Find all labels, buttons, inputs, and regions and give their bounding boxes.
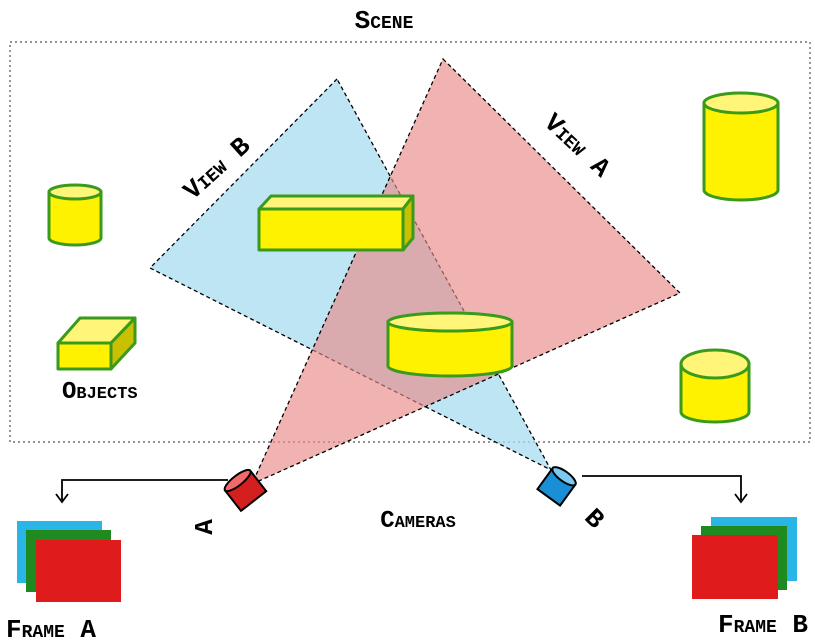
object-box-center [257, 194, 415, 252]
camera-a [223, 468, 268, 513]
scene-boundary [9, 41, 811, 443]
camera-b [536, 466, 577, 507]
objects-label: Objects [62, 379, 138, 406]
object-cylinder-bottom-right [679, 348, 751, 424]
frame-b-label: Frame B [718, 610, 808, 640]
object-cylinder-center [386, 311, 514, 378]
cameras-label: Cameras [380, 508, 456, 535]
object-cylinder-left [47, 183, 103, 247]
frame-a-label: Frame A [6, 615, 96, 643]
frame-b-stack [692, 517, 797, 599]
frame-b-red [692, 535, 778, 599]
camera-a-label: A [190, 519, 220, 535]
camera-b-label: B [578, 503, 611, 536]
arrow-camera-b-to-frame-b [582, 475, 748, 504]
frame-a-red [36, 540, 121, 602]
view-a-cone [250, 57, 682, 486]
frame-a-stack [17, 521, 121, 602]
arrow-camera-a-to-frame-a [55, 479, 228, 504]
scene-title: Scene [355, 6, 414, 36]
object-box-left [56, 316, 137, 371]
object-cylinder-top-right [702, 91, 780, 202]
